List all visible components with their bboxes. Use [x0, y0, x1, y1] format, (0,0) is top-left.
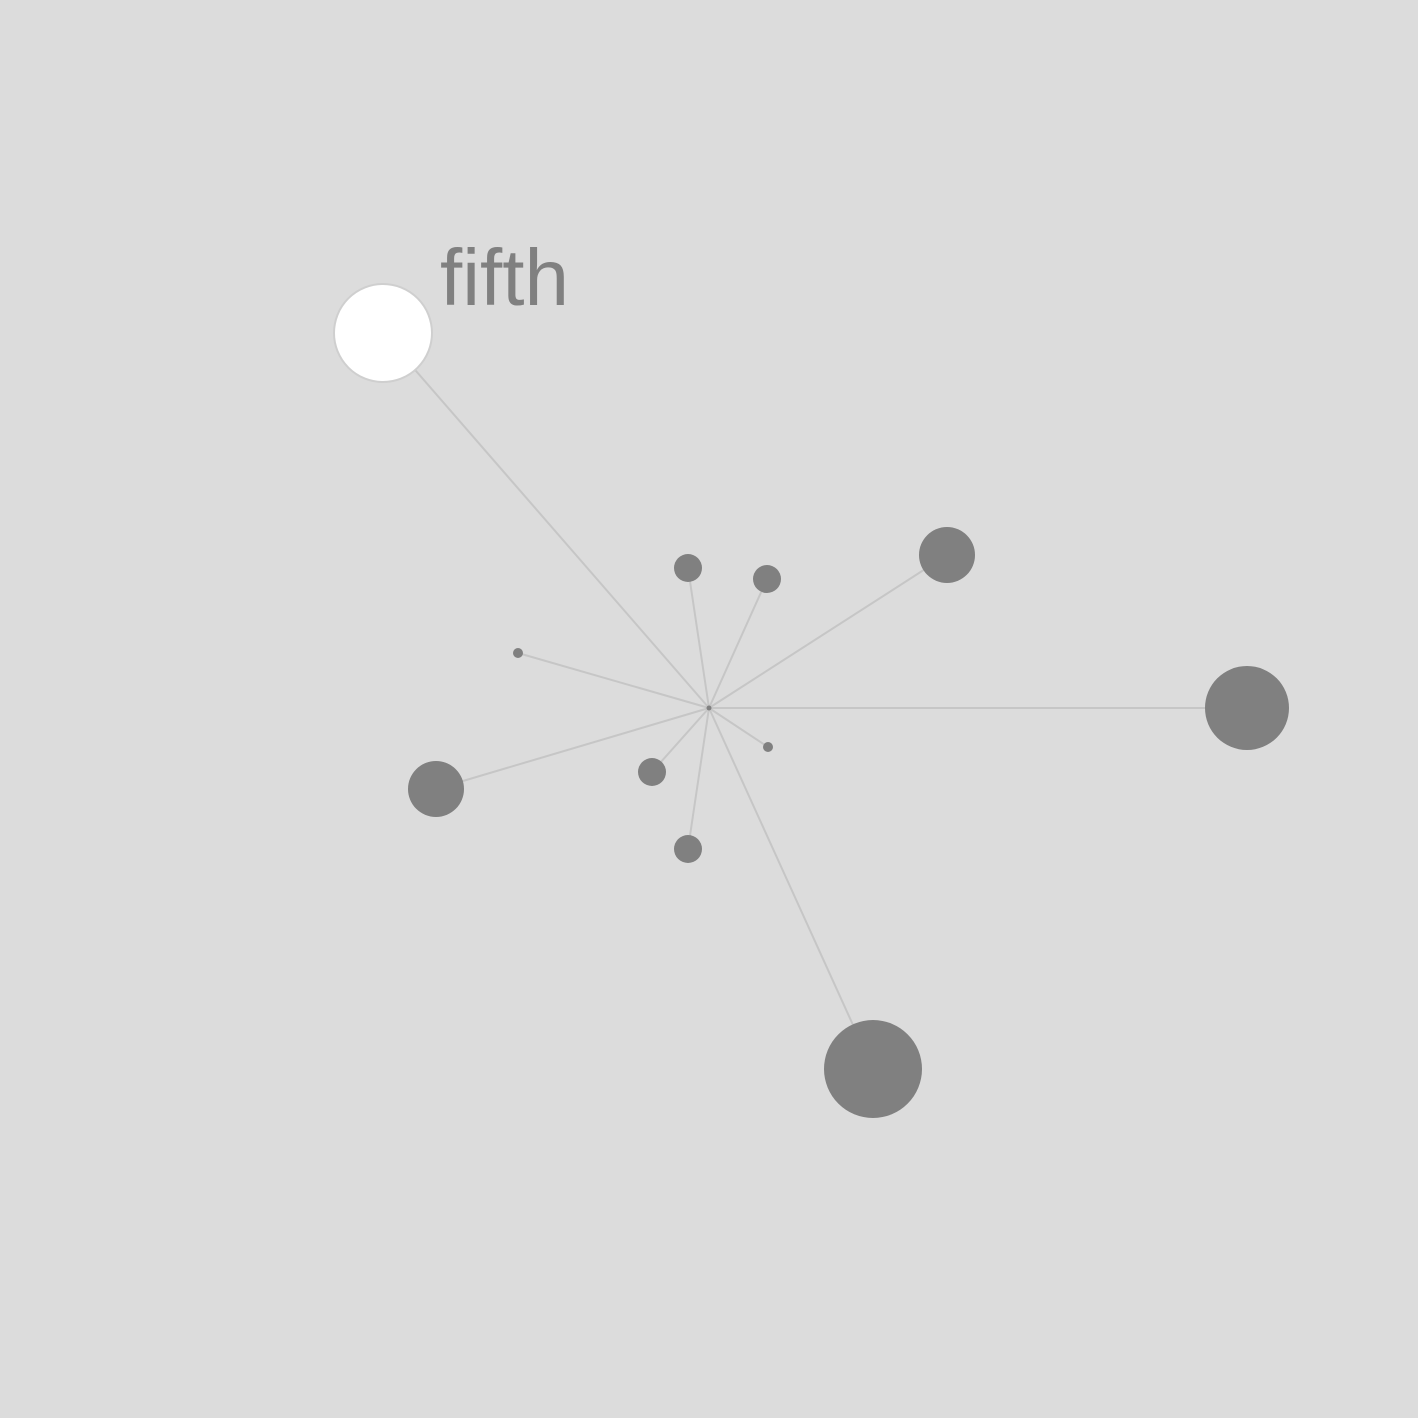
node-upper-left-small[interactable]	[674, 554, 702, 582]
edge-node-bottom-large	[708, 707, 874, 1070]
node-bottom-large[interactable]	[824, 1020, 922, 1118]
edge-node-upper-right-medium	[708, 554, 948, 709]
edge-node-left-tiny	[517, 652, 710, 709]
node-lower-left-small[interactable]	[638, 758, 666, 786]
node-left-medium[interactable]	[408, 761, 464, 817]
hub-node[interactable]	[706, 705, 712, 711]
node-left-tiny[interactable]	[513, 648, 523, 658]
node-upper-right-medium[interactable]	[919, 527, 975, 583]
edge-node-left-medium	[435, 707, 710, 790]
node-upper-right-small[interactable]	[753, 565, 781, 593]
edge-layer	[382, 332, 1247, 1070]
edge-node-upper-left-small	[687, 567, 710, 709]
node-right-tiny[interactable]	[763, 742, 773, 752]
highlighted-node-label: fifth	[440, 233, 569, 322]
node-bottom-small[interactable]	[674, 835, 702, 863]
edge-node-highlighted	[382, 332, 710, 709]
edge-node-upper-right-small	[708, 578, 768, 709]
edge-node-lower-left-small	[651, 707, 710, 773]
edge-node-bottom-small	[687, 707, 710, 850]
node-layer	[333, 283, 1289, 1118]
node-right-large[interactable]	[1205, 666, 1289, 750]
edge-node-right-tiny	[708, 707, 769, 748]
node-highlighted[interactable]	[333, 283, 433, 383]
